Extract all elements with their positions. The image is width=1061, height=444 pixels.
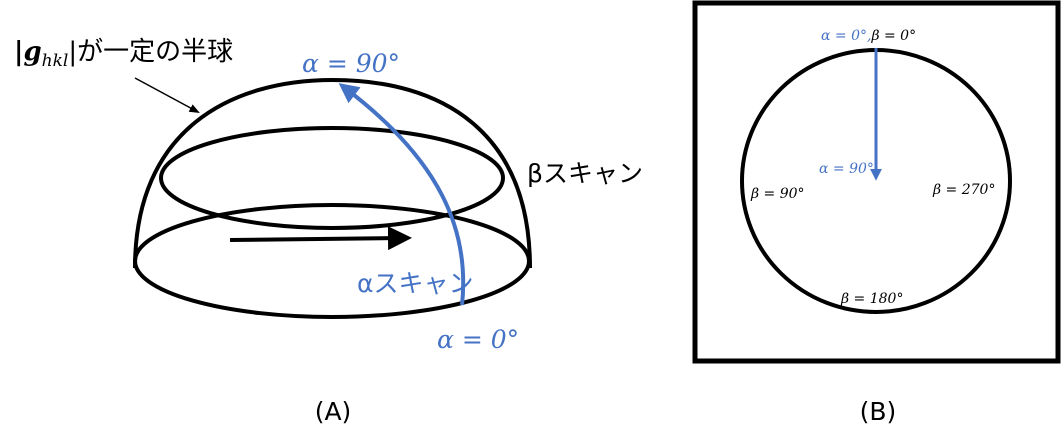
alpha-scan-arrow <box>338 83 466 306</box>
top-label: α = 0°,β = 0° <box>821 28 916 44</box>
left-label: β = 90° <box>750 186 805 202</box>
hemisphere-base-ellipse <box>133 203 531 319</box>
hemisphere-label-vec: |g <box>14 37 42 67</box>
alpha-scan-label: αスキャン <box>357 269 473 298</box>
hemisphere-dome <box>133 77 532 269</box>
hemisphere-label-sub: hkl <box>42 51 69 71</box>
right-label: β = 270° <box>932 182 995 198</box>
top-label-alpha: α = 0°, <box>821 28 871 44</box>
hemisphere-label-rest: |が一定の半球 <box>68 37 233 67</box>
panel-b-frame <box>692 0 1061 364</box>
bottom-label: β = 180° <box>840 291 903 307</box>
panel-a-caption: (A) <box>315 397 352 426</box>
center-label: α = 90° <box>819 161 874 177</box>
hemisphere-pointer <box>134 77 200 113</box>
beta-scan-arrow <box>229 226 412 251</box>
alpha-top-label: α = 90° <box>302 49 400 78</box>
panel-b-caption: (B) <box>860 397 897 426</box>
panel-a: |ghkl|が一定の半球 α = 90° α = 0° αスキャン βスキャン … <box>14 37 643 426</box>
top-label-beta: β = 0° <box>870 28 916 44</box>
beta-scan-label: βスキャン <box>527 159 643 188</box>
hemisphere-label: |ghkl|が一定の半球 <box>14 37 233 71</box>
alpha-bottom-label: α = 0° <box>437 325 519 354</box>
panel-b: α = 0°,β = 0° α = 90° β = 90° β = 270° β… <box>692 0 1061 426</box>
latitude-ellipse <box>159 126 505 230</box>
